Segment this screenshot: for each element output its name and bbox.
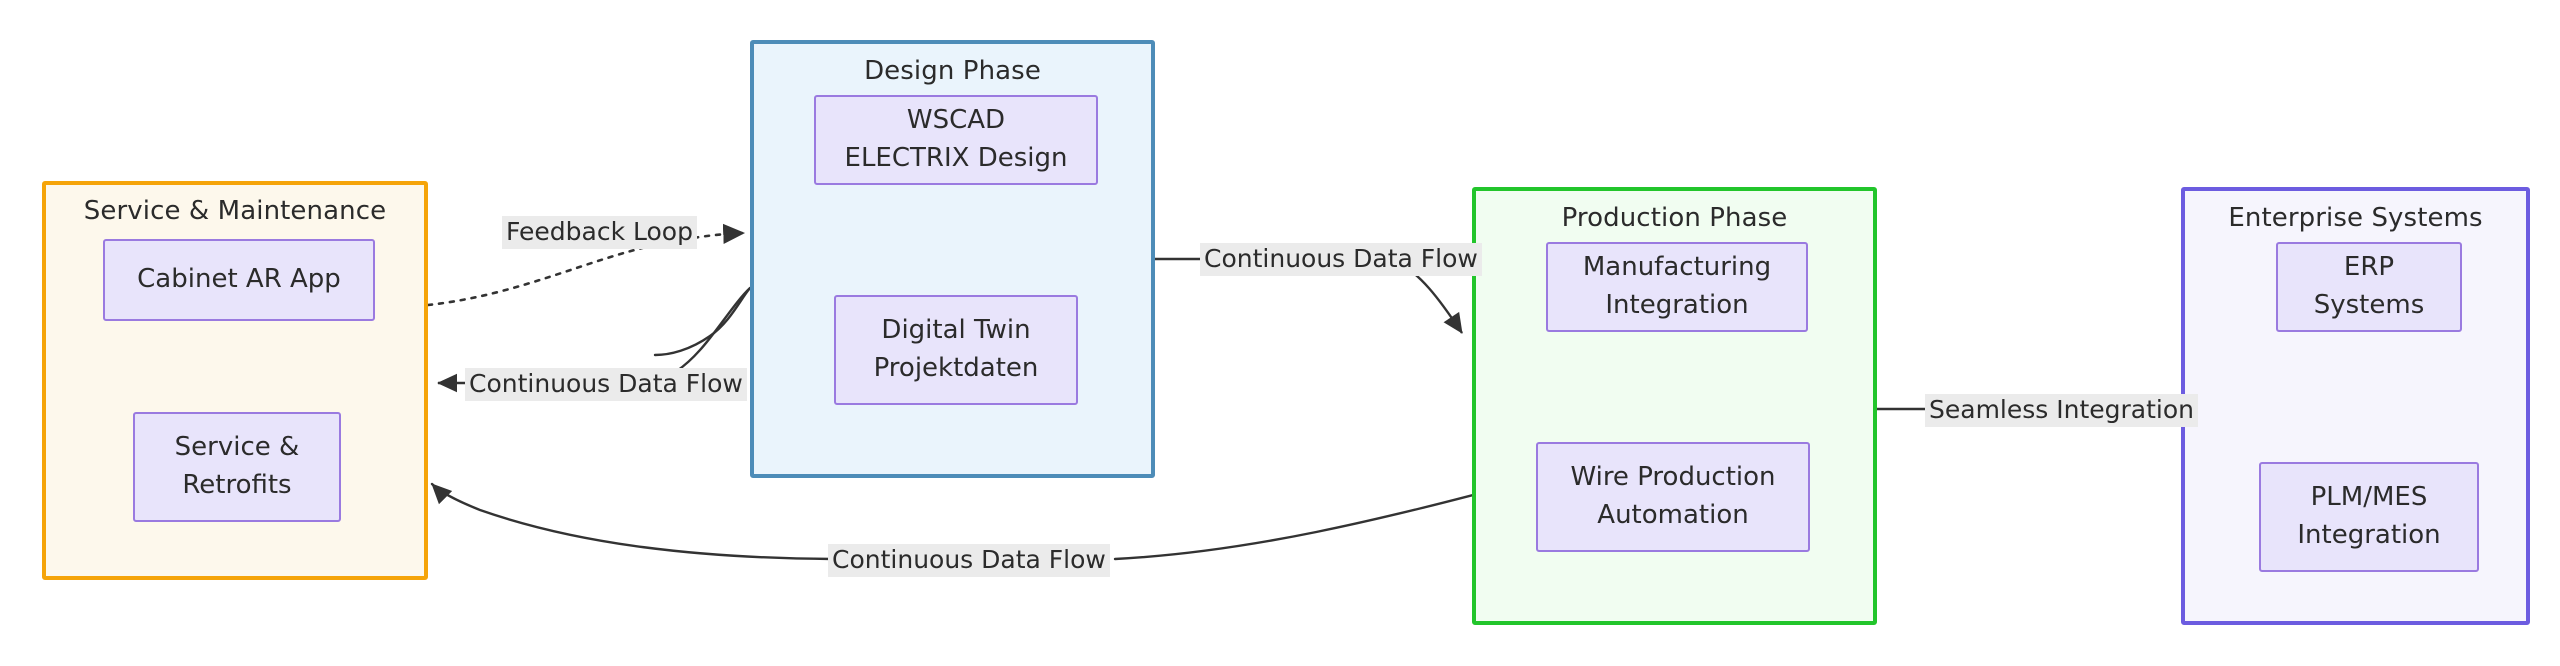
cluster-title-design-phase: Design Phase <box>864 56 1041 86</box>
node-erp-systems[interactable]: ERP Systems <box>2276 242 2462 332</box>
node-wscad-electrix-design-line-0: WSCAD <box>906 105 1006 136</box>
node-manufacturing-integration-line-1: Integration <box>1605 290 1749 320</box>
node-wscad-electrix-design[interactable]: WSCAD ELECTRIX Design <box>814 95 1098 185</box>
node-plm-mes-integration-line-0: PLM/MES <box>2310 482 2428 513</box>
cluster-title-enterprise-systems: Enterprise Systems <box>2228 203 2483 233</box>
node-cabinet-ar-app[interactable]: Cabinet AR App <box>103 239 375 321</box>
node-wire-production-automation-line-1: Automation <box>1597 500 1749 530</box>
edge-production-to-service-right <box>1113 478 1532 561</box>
node-wire-production-automation[interactable]: Wire Production Automation <box>1536 442 1810 552</box>
node-wire-production-automation-line-0: Wire Production <box>1570 462 1776 493</box>
edge-label-design-to-production: Continuous Data Flow <box>1200 243 1482 276</box>
node-digital-twin-projektdaten[interactable]: Digital Twin Projektdaten <box>834 295 1078 405</box>
cluster-title-production-phase: Production Phase <box>1561 203 1788 233</box>
node-service-retrofits-line-1: Retrofits <box>182 470 292 500</box>
edge-design-to-service <box>653 286 752 357</box>
node-manufacturing-integration[interactable]: Manufacturing Integration <box>1546 242 1808 332</box>
node-erp-systems-line-0: ERP <box>2343 252 2395 283</box>
edge-label-production-to-enterprise: Seamless Integration <box>1925 394 2199 427</box>
node-digital-twin-projektdaten-line-1: Projektdaten <box>873 353 1039 383</box>
edge-production-to-service-left <box>430 482 834 561</box>
node-wscad-electrix-design-line-1: ELECTRIX Design <box>844 143 1068 173</box>
node-digital-twin-projektdaten-line-0: Digital Twin <box>881 315 1031 346</box>
node-manufacturing-integration-line-0: Manufacturing <box>1582 252 1772 283</box>
node-plm-mes-integration[interactable]: PLM/MES Integration <box>2259 462 2479 572</box>
node-cabinet-ar-app-line-0: Cabinet AR App <box>137 264 341 295</box>
node-service-retrofits[interactable]: Service & Retrofits <box>133 412 341 522</box>
edge-label-production-to-service: Continuous Data Flow <box>828 544 1110 577</box>
node-erp-systems-line-1: Systems <box>2313 290 2425 320</box>
node-plm-mes-integration-line-1: Integration <box>2297 520 2441 550</box>
edge-label-feedback-loop: Feedback Loop <box>502 216 697 249</box>
cluster-title-service-maintenance: Service & Maintenance <box>83 196 387 226</box>
edge-label-design-to-service: Continuous Data Flow <box>465 368 747 401</box>
cluster-production-phase[interactable]: Production Phase <box>1472 187 1877 625</box>
node-service-retrofits-line-0: Service & <box>174 432 300 463</box>
